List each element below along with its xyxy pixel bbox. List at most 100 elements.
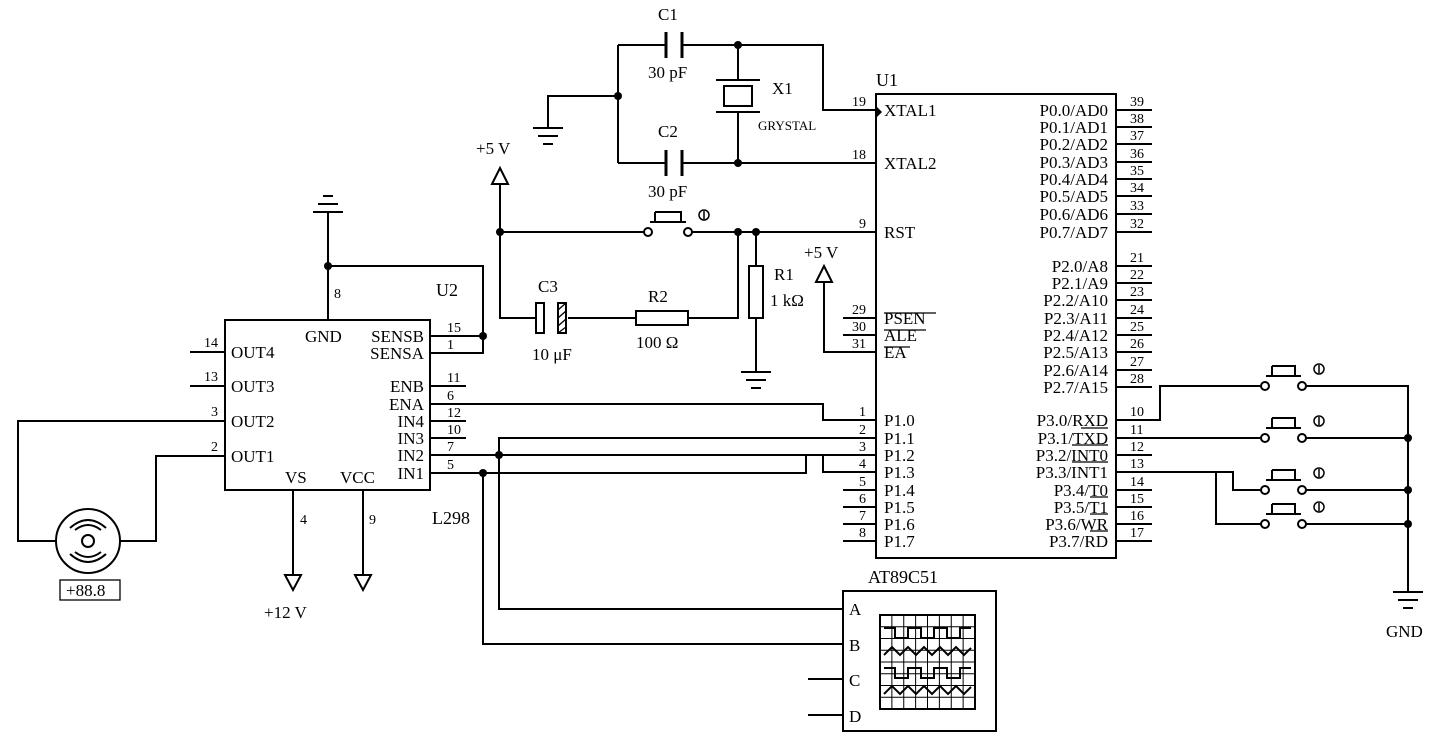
u1-pin-name: P3.4/T0 xyxy=(1054,481,1108,500)
u1-pin-number: 30 xyxy=(852,320,866,335)
scope-trace-3 xyxy=(884,667,971,679)
u2-pin-name: IN3 xyxy=(398,429,424,448)
u1-pin-name: P0.0/AD0 xyxy=(1040,101,1108,120)
u2-pin-name: OUT2 xyxy=(231,412,274,431)
u1-pin-number: 2 xyxy=(859,423,866,438)
u1-pin-number: 12 xyxy=(1130,440,1144,455)
u1-pin-number: 39 xyxy=(1130,95,1144,110)
u1-pin-number: 38 xyxy=(1130,112,1144,127)
u1-pin-name: XTAL2 xyxy=(884,154,936,173)
c3-label: C3 xyxy=(538,277,558,296)
u2-pin-name: OUT1 xyxy=(231,447,274,466)
u1-pin-number: 6 xyxy=(859,492,866,507)
u1-pin-name: P1.0 xyxy=(884,411,915,430)
u1-pin-number: 27 xyxy=(1130,355,1144,370)
ea-supply: +5 V xyxy=(804,243,876,353)
u1-pin-name: P1.6 xyxy=(884,515,915,534)
u1-pin-name: P3.1/TXD xyxy=(1038,429,1108,448)
u1-pin-number: 22 xyxy=(1130,268,1144,283)
reset-pushbutton[interactable] xyxy=(643,209,710,237)
u2-pin-name: SENSA xyxy=(370,344,425,363)
c3-capacitor xyxy=(535,302,545,334)
r1-value: 1 kΩ xyxy=(770,291,804,310)
u2-vs-pin: 4 xyxy=(300,513,307,528)
u1-pin-number: 24 xyxy=(1130,303,1144,318)
motor-readout: +88.8 xyxy=(66,581,105,600)
u2-ground-net xyxy=(313,195,487,354)
u1-pin-number: 10 xyxy=(1130,405,1144,420)
u1-pin-name: XTAL1 xyxy=(884,101,936,120)
u1-pin-name: RST xyxy=(884,223,916,242)
xtal1-clock-marker xyxy=(876,106,882,118)
u1-pin-name: P1.3 xyxy=(884,463,915,482)
u2-vcc-label: VCC xyxy=(340,468,375,487)
u1-pin-name: P3.0/RXD xyxy=(1037,411,1108,430)
u2-pin-name: OUT4 xyxy=(231,343,275,362)
r2-resistor xyxy=(635,310,689,326)
vcc-arrow-ea xyxy=(814,263,834,283)
u1-pin-number: 9 xyxy=(859,217,866,232)
x1-label: X1 xyxy=(772,79,793,98)
u1-pin-name: P0.2/AD2 xyxy=(1040,135,1108,154)
u1-pin-name: P2.3/A11 xyxy=(1044,309,1108,328)
u1-pin-number: 35 xyxy=(1130,164,1144,179)
p3-pushbutton-1[interactable] xyxy=(1260,363,1325,391)
u1-pin-name: P0.1/AD1 xyxy=(1040,118,1108,137)
u2-pin-name: ENA xyxy=(389,395,425,414)
x1-crystal xyxy=(716,79,760,113)
u2-supplies: +12 V xyxy=(264,490,373,622)
u1-pin-number: 14 xyxy=(1130,475,1144,490)
vcc-arrow-reset xyxy=(490,165,510,185)
u2-pin-number: 1 xyxy=(447,338,454,353)
u1-pin-number: 26 xyxy=(1130,337,1144,352)
dc-motor[interactable]: +88.8 xyxy=(17,420,225,601)
p3-pushbutton-3[interactable] xyxy=(1260,467,1325,495)
u1-pin-number: 15 xyxy=(1130,492,1144,507)
u1-pin-name: P2.7/A15 xyxy=(1043,378,1108,397)
vcc-arrow-u2 xyxy=(353,574,373,593)
u2-pin-name: ENB xyxy=(390,377,424,396)
scope-channel-c: C xyxy=(849,671,860,690)
c1-label: C1 xyxy=(658,5,678,24)
u1-pin-number: 34 xyxy=(1130,181,1144,196)
u1-pin-name: P3.3/INT1 xyxy=(1036,463,1108,482)
u1-pin-number: 4 xyxy=(859,457,866,472)
supply-12v-label: +12 V xyxy=(264,603,308,622)
u1-pin-number: 28 xyxy=(1130,372,1144,387)
u2-pin-name: IN2 xyxy=(398,446,424,465)
p3-pushbutton-2[interactable] xyxy=(1260,415,1325,443)
scope-trace-4 xyxy=(883,684,972,696)
u2-pin-name: IN4 xyxy=(398,412,425,431)
vs-arrow xyxy=(283,574,303,593)
u1-pin-number: 13 xyxy=(1130,457,1144,472)
u2-gnd-pin: 8 xyxy=(334,287,341,302)
u2-body xyxy=(224,319,431,491)
x1-value: GRYSTAL xyxy=(758,118,816,133)
p3-pushbutton-4[interactable] xyxy=(1260,501,1325,529)
u2-pin-number: 3 xyxy=(211,405,218,420)
r2-value: 100 Ω xyxy=(636,333,678,352)
c3-value: 10 μF xyxy=(532,345,572,364)
u1-pin-number: 7 xyxy=(859,509,866,524)
u2-pin-number: 2 xyxy=(211,440,218,455)
u1-pin-number: 3 xyxy=(859,440,866,455)
u1-pin-number: 33 xyxy=(1130,199,1144,214)
ground-symbol-u2 xyxy=(313,195,343,213)
oscilloscope[interactable]: A B C D xyxy=(808,590,997,732)
u1-pin-name: P0.6/AD6 xyxy=(1040,205,1108,224)
scope-channel-b: B xyxy=(849,636,860,655)
u1-pin-name: EA xyxy=(884,343,907,362)
u1-pin-name: P2.5/A13 xyxy=(1043,343,1108,362)
c2-value: 30 pF xyxy=(648,182,687,201)
u1-pin-name: P1.7 xyxy=(884,532,915,551)
u1-pin-number: 5 xyxy=(859,475,866,490)
u1-pin-name: P0.4/AD4 xyxy=(1040,170,1109,189)
u2-vs-label: VS xyxy=(285,468,307,487)
u2-pin-number: 14 xyxy=(204,336,218,351)
u1-pin-name: P2.0/A8 xyxy=(1052,257,1108,276)
u1-ref: U1 xyxy=(876,70,898,90)
u1-pin-name: P3.6/WR xyxy=(1045,515,1108,534)
